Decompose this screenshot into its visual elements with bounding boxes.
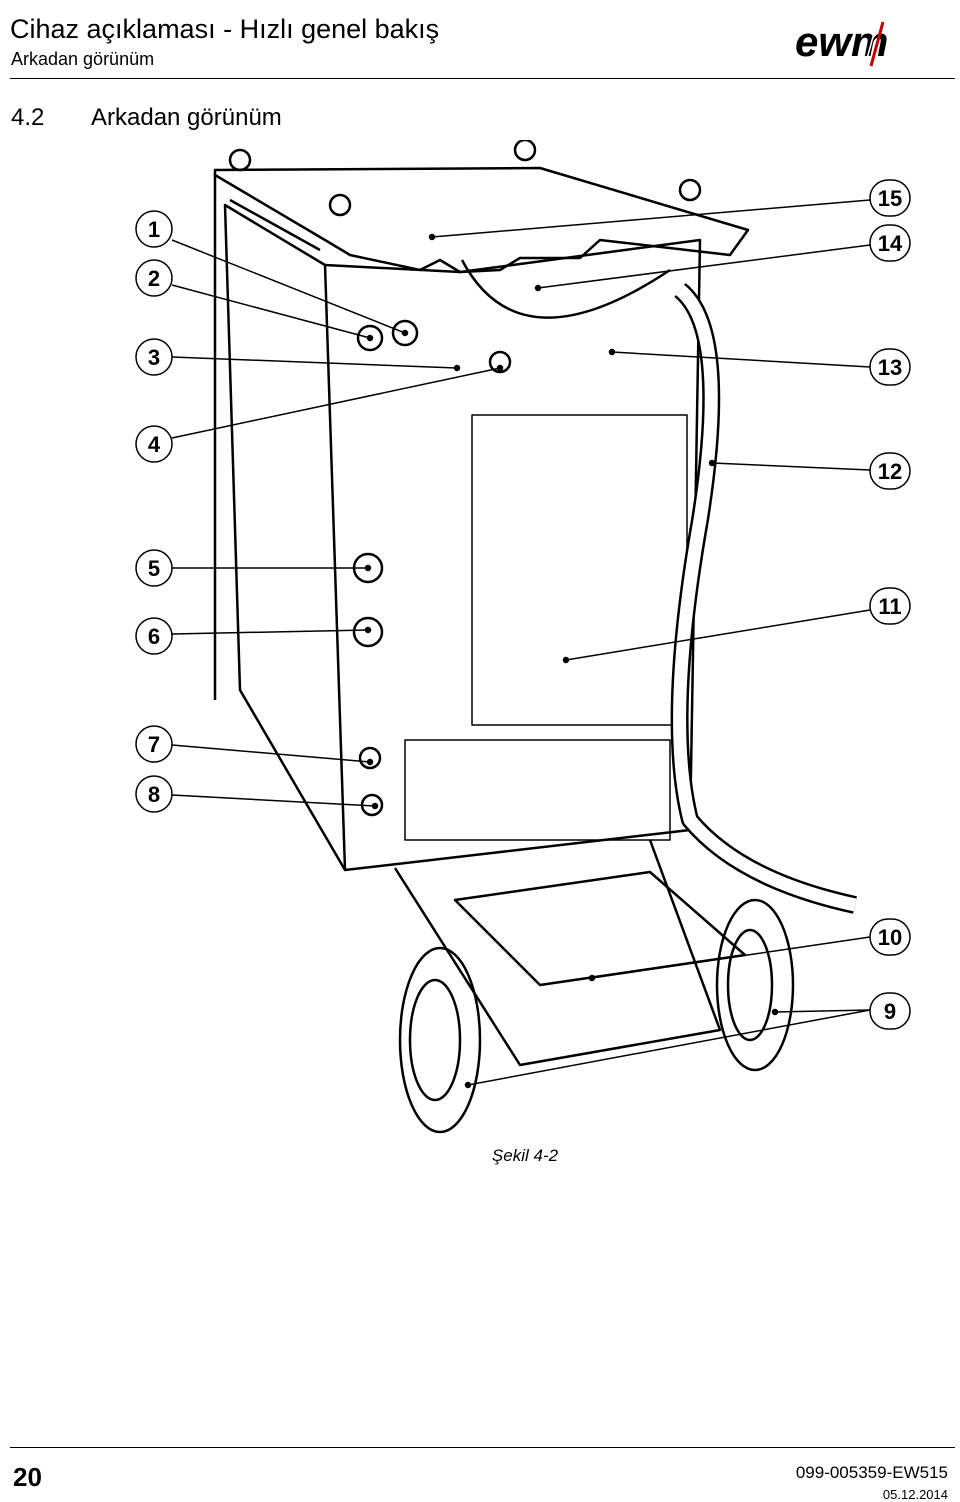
callout-15	[869, 179, 911, 217]
document-date: 05.12.2014	[882, 1487, 948, 1502]
callout-1	[135, 210, 173, 248]
callout-10	[869, 918, 911, 956]
callout-11	[869, 587, 911, 625]
callout-label-14: 14	[878, 231, 903, 256]
page-header-title: Cihaz açıklaması - Hızlı genel bakış	[10, 14, 440, 44]
footer-rule	[10, 1447, 955, 1448]
callout-label-3: 3	[148, 345, 160, 370]
callout-label-9: 9	[884, 999, 896, 1024]
callout-label-10: 10	[878, 925, 902, 950]
callout-9	[869, 992, 911, 1030]
callout-label-13: 13	[878, 355, 902, 380]
page-number: 20	[13, 1462, 42, 1492]
leader-lines	[171, 199, 871, 1089]
callout-label-4: 4	[148, 432, 161, 457]
callouts-right	[869, 179, 911, 1030]
callout-label-2: 2	[148, 266, 160, 291]
rear-view-figure: 1 2 3 4 5 6 7 8 15 14 13 12 11 10 9	[135, 140, 911, 1134]
callout-label-7: 7	[148, 732, 160, 757]
callout-2	[135, 259, 173, 297]
callout-12	[869, 452, 911, 490]
machine-drawing	[213, 140, 857, 1134]
callout-label-15: 15	[878, 186, 902, 211]
callout-label-6: 6	[148, 624, 160, 649]
callout-label-11: 11	[878, 594, 901, 619]
callout-label-5: 5	[148, 556, 160, 581]
callout-7	[135, 725, 173, 763]
callout-14	[869, 224, 911, 262]
section-heading: 4.2 Arkadan görünüm	[11, 104, 282, 132]
page-header-subtitle: Arkadan görünüm	[11, 49, 155, 69]
callout-label-8: 8	[148, 782, 160, 807]
ewm-logo: ewm	[795, 20, 888, 67]
header-rule	[10, 78, 955, 79]
callout-8	[135, 775, 173, 813]
section-title: Arkadan görünüm	[91, 104, 282, 131]
callout-label-12: 12	[878, 459, 902, 484]
callouts-left	[135, 210, 173, 813]
callout-3	[135, 338, 173, 376]
section-number: 4.2	[11, 104, 45, 131]
figure-caption: Şekil 4-2	[491, 1146, 559, 1165]
callout-13	[869, 348, 911, 386]
callout-label-1: 1	[148, 217, 160, 242]
callout-4	[135, 425, 173, 463]
callout-5	[135, 549, 173, 587]
callout-6	[135, 617, 173, 655]
document-number: 099-005359-EW515	[795, 1463, 948, 1482]
